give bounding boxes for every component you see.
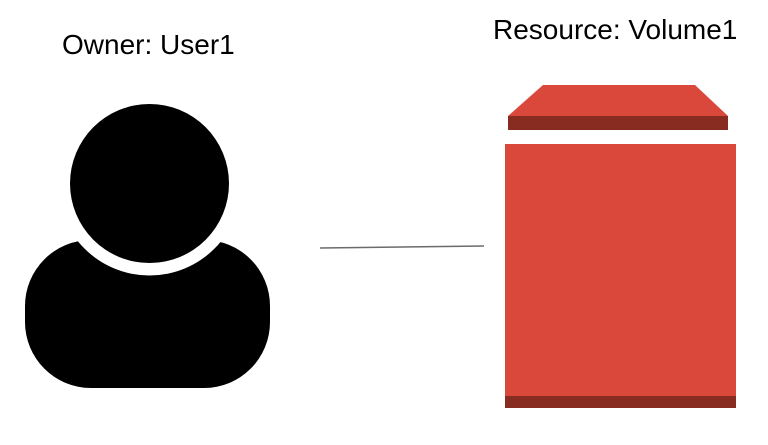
volume-lid-top-face [508,85,728,116]
volume-body [505,144,736,396]
resource-label: Resource: Volume1 [493,14,738,45]
volume-lid-front-edge [508,116,728,130]
volume-bottom-edge [505,396,736,408]
connector-line [319,245,485,249]
user-icon [25,91,270,388]
user-shoulders-shape [25,240,270,388]
user-head-shape [70,104,229,263]
owner-label: Owner: User1 [62,29,235,60]
volume-icon [505,85,736,408]
